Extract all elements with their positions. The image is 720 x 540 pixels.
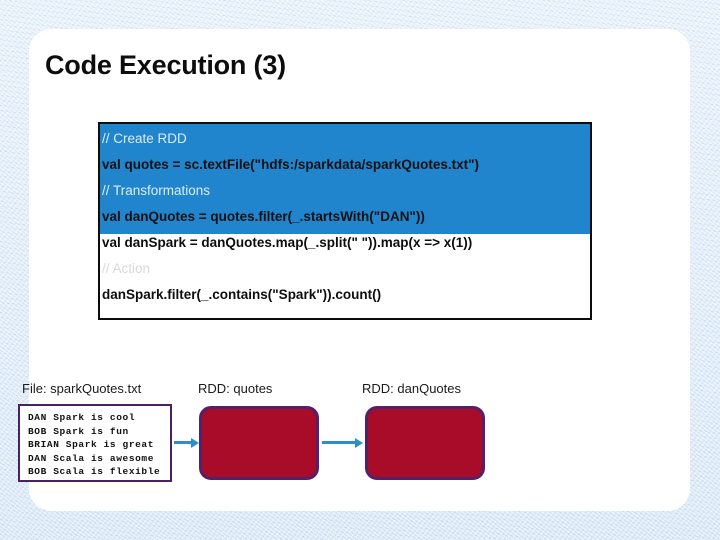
arrow-shaft [322, 441, 356, 444]
arrow-shaft [174, 441, 192, 444]
page-title: Code Execution (3) [45, 50, 286, 80]
rdd-danquotes-label: RDD: danQuotes [362, 381, 461, 396]
arrow-quotes-to-danquotes-icon [322, 438, 366, 448]
arrow-file-to-quotes-icon [174, 438, 200, 448]
file-content-line: BOB Spark is fun [28, 425, 129, 437]
file-content-line: DAN Spark is cool [28, 412, 136, 423]
rdd-quotes-label: RDD: quotes [198, 381, 273, 396]
arrow-head [355, 438, 363, 448]
code-lines: // Create RDD val quotes = sc.textFile("… [100, 124, 590, 308]
code-line: val danQuotes = quotes.filter(_.startsWi… [102, 209, 425, 224]
file-content-line: BRIAN Spark is great [28, 439, 155, 450]
code-line: val danSpark = danQuotes.map(_.split(" "… [102, 235, 473, 250]
rdd-quotes-box [199, 406, 319, 480]
code-line: val quotes = sc.textFile("hdfs:/sparkdat… [102, 157, 480, 172]
code-highlight-band [100, 124, 590, 234]
file-content-box: DAN Spark is cool BOB Spark is fun BRIAN… [18, 404, 172, 482]
code-line: danSpark.filter(_.contains("Spark")).cou… [102, 287, 382, 302]
code-line: // Action [102, 261, 151, 276]
rdd-danquotes-box [365, 406, 485, 480]
file-content-line: DAN Scala is awesome [28, 452, 155, 464]
code-line: // Create RDD [102, 131, 187, 146]
code-line: // Transformations [102, 183, 211, 198]
arrow-head [191, 438, 199, 448]
file-label: File: sparkQuotes.txt [22, 381, 142, 396]
code-block: // Create RDD val quotes = sc.textFile("… [98, 122, 592, 320]
file-content-line: BOB Scala is flexible [28, 466, 161, 477]
